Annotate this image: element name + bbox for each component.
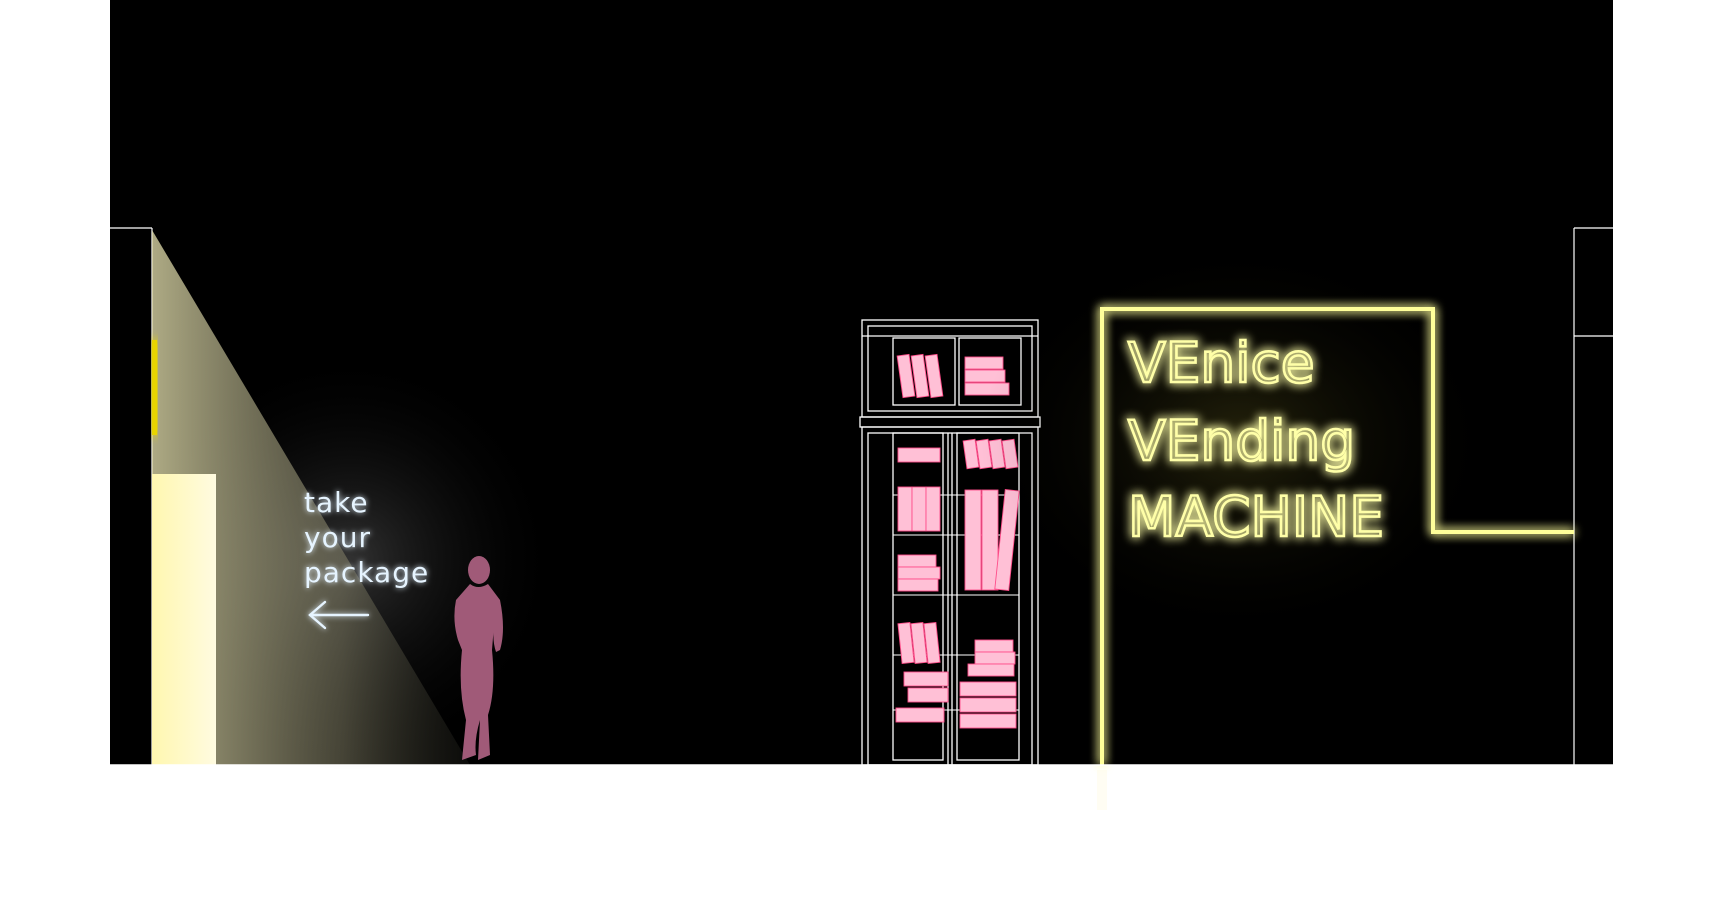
book — [910, 621, 928, 665]
book — [897, 486, 913, 532]
book — [907, 687, 949, 703]
left-arrow-icon — [308, 600, 370, 630]
book — [897, 554, 937, 568]
book — [967, 663, 1015, 677]
book — [962, 438, 980, 470]
book — [911, 486, 927, 532]
right-column — [1573, 227, 1613, 765]
book — [897, 621, 915, 665]
book — [903, 671, 949, 687]
book — [897, 566, 941, 580]
sign-line-2: your — [304, 521, 371, 554]
book — [923, 621, 941, 665]
sign-line-1: take — [304, 486, 369, 519]
book — [964, 356, 1004, 370]
book — [925, 486, 941, 532]
venice-line-3: MACHINE — [1128, 485, 1384, 549]
book — [974, 639, 1014, 653]
neon-sign-venice: VEnice VEnding MACHINE — [1127, 330, 1386, 551]
person-silhouette-icon — [454, 556, 503, 760]
wall-light-panel — [152, 474, 216, 765]
book — [959, 697, 1017, 713]
book — [964, 489, 982, 591]
book — [897, 578, 939, 592]
neon-frame — [1100, 307, 1574, 765]
light-cone — [152, 230, 470, 765]
book — [924, 353, 944, 399]
venice-line-2: VEnding — [1128, 409, 1355, 473]
book — [895, 707, 945, 723]
venice-line-1: VEnice — [1128, 331, 1315, 395]
book — [896, 353, 916, 399]
book — [897, 447, 941, 463]
sign-line-3: package — [304, 556, 429, 589]
book — [959, 713, 1017, 729]
book — [910, 353, 930, 399]
neon-sign-take-package: take your package — [304, 486, 429, 630]
book — [959, 681, 1017, 697]
light-fixture — [152, 340, 157, 435]
book — [974, 651, 1016, 665]
frame-halo — [980, 240, 1500, 640]
